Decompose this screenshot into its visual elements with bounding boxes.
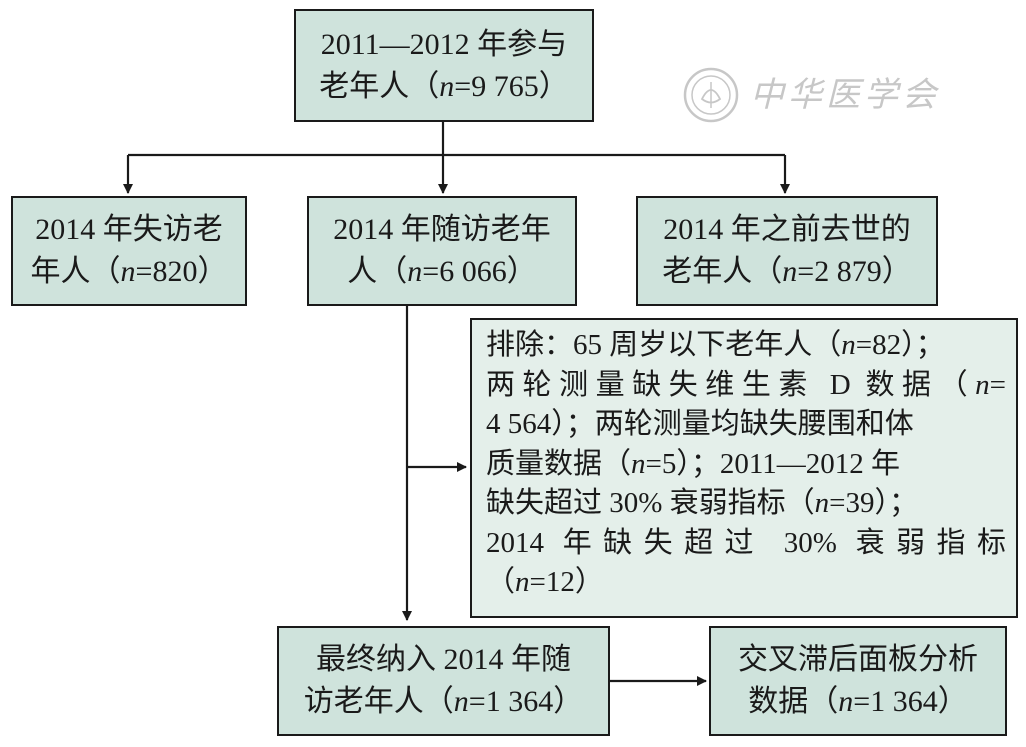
box-line: 交叉滞后面板分析 xyxy=(738,639,978,681)
exclusion-line: 两轮测量缺失维生素 D 数据（n= xyxy=(486,366,1006,406)
box-text: 年人（ xyxy=(30,255,121,288)
box-lost-to-followup: 2014 年失访老 年人（n=820） xyxy=(11,196,247,306)
exclusion-text: =39）； xyxy=(829,487,919,519)
exclusion-text: =12） xyxy=(529,566,604,598)
box-text: 2014 年失访老 xyxy=(35,213,223,246)
exclusion-text: 质量数据（ xyxy=(486,447,632,480)
box-text: 人（ xyxy=(347,255,408,288)
exclusion-line: 2014 年缺失超过 30% 衰弱指标 xyxy=(486,524,1006,564)
box-text: =6 066） xyxy=(422,255,537,288)
box-line: 2011—2012 年参与 xyxy=(321,24,567,66)
box-text: 2011—2012 年参与 xyxy=(320,27,568,61)
box-text: 访老年人（ xyxy=(303,685,454,718)
box-text: =2 879） xyxy=(797,255,912,288)
box-cross-lagged-panel: 交叉滞后面板分析 数据（n=1 364） xyxy=(709,626,1007,736)
box-line: 年人（n=820） xyxy=(31,251,228,293)
exclusion-text: =82）； xyxy=(855,329,945,361)
watermark: 中华医学会 xyxy=(682,64,940,126)
n-symbol: n xyxy=(838,685,854,718)
box-line: 最终纳入 2014 年随 xyxy=(316,639,571,681)
box-text: =1 364） xyxy=(853,685,968,718)
n-symbol: n xyxy=(407,255,423,288)
box-died-before-2014: 2014 年之前去世的 老年人（n=2 879） xyxy=(636,196,938,306)
box-text: 交叉滞后面板分析 xyxy=(738,643,978,676)
exclusion-text: =5）；2011—2012 年 xyxy=(645,447,901,480)
box-followed-up: 2014 年随访老年 人（n=6 066） xyxy=(307,196,577,306)
box-line: 人（n=6 066） xyxy=(347,251,536,293)
box-text: 老年人（ xyxy=(319,69,440,103)
box-line: 老年人（n=2 879） xyxy=(662,251,911,293)
n-symbol: n xyxy=(631,447,646,480)
exclusion-text: 两轮测量缺失维生素 D 数据（ xyxy=(486,368,976,401)
n-symbol: n xyxy=(439,69,455,103)
box-line: 2014 年失访老 xyxy=(35,209,223,251)
exclusion-text: （ xyxy=(486,566,516,598)
box-text: =820） xyxy=(135,255,228,288)
exclusion-line: （n=12） xyxy=(486,563,1006,603)
box-text: 最终纳入 2014 年随 xyxy=(316,643,571,676)
n-symbol: n xyxy=(975,368,990,401)
box-text: =9 765） xyxy=(454,69,569,103)
n-symbol: n xyxy=(814,487,830,519)
exclusion-line: 缺失超过 30% 衰弱指标（n=39）； xyxy=(486,484,1006,524)
exclusion-line: 质量数据（n=5）；2011—2012 年 xyxy=(486,445,1006,485)
box-text: =1 364） xyxy=(468,685,584,718)
n-symbol: n xyxy=(120,255,136,288)
box-exclusion-criteria: 排除：65 周岁以下老年人（n=82）； 两轮测量缺失维生素 D 数据（n= 4… xyxy=(470,318,1018,618)
exclusion-text: = xyxy=(989,368,1006,401)
box-text: 老年人（ xyxy=(662,255,783,288)
box-text: 2014 年之前去世的 xyxy=(663,213,911,246)
exclusion-text: 4 564）；两轮测量均缺失腰围和体 xyxy=(486,408,914,440)
exclusion-line: 排除：65 周岁以下老年人（n=82）； xyxy=(486,326,1006,366)
exclusion-text: 2014 年缺失超过 30% 衰弱指标 xyxy=(486,526,1006,559)
box-final-included: 最终纳入 2014 年随 访老年人（n=1 364） xyxy=(277,626,610,736)
watermark-text: 中华医学会 xyxy=(750,75,940,115)
box-line: 数据（n=1 364） xyxy=(748,681,967,723)
box-text: 2014 年随访老年 xyxy=(333,213,551,246)
exclusion-line: 4 564）；两轮测量均缺失腰围和体 xyxy=(486,405,1006,445)
exclusion-text: 排除：65 周岁以下老年人（ xyxy=(486,329,842,361)
exclusion-text: 缺失超过 30% 衰弱指标（ xyxy=(486,487,815,519)
box-line: 访老年人（n=1 364） xyxy=(304,681,583,723)
box-line: 2014 年随访老年 xyxy=(333,209,551,251)
n-symbol: n xyxy=(453,685,469,718)
n-symbol: n xyxy=(782,255,798,288)
box-line: 老年人（n=9 765） xyxy=(319,66,568,108)
box-line: 2014 年之前去世的 xyxy=(663,209,911,251)
n-symbol: n xyxy=(841,329,856,361)
box-text: 数据（ xyxy=(748,685,839,718)
n-symbol: n xyxy=(515,566,530,598)
box-participants-2011-2012: 2011—2012 年参与 老年人（n=9 765） xyxy=(294,9,594,122)
society-seal-logo xyxy=(683,67,739,123)
